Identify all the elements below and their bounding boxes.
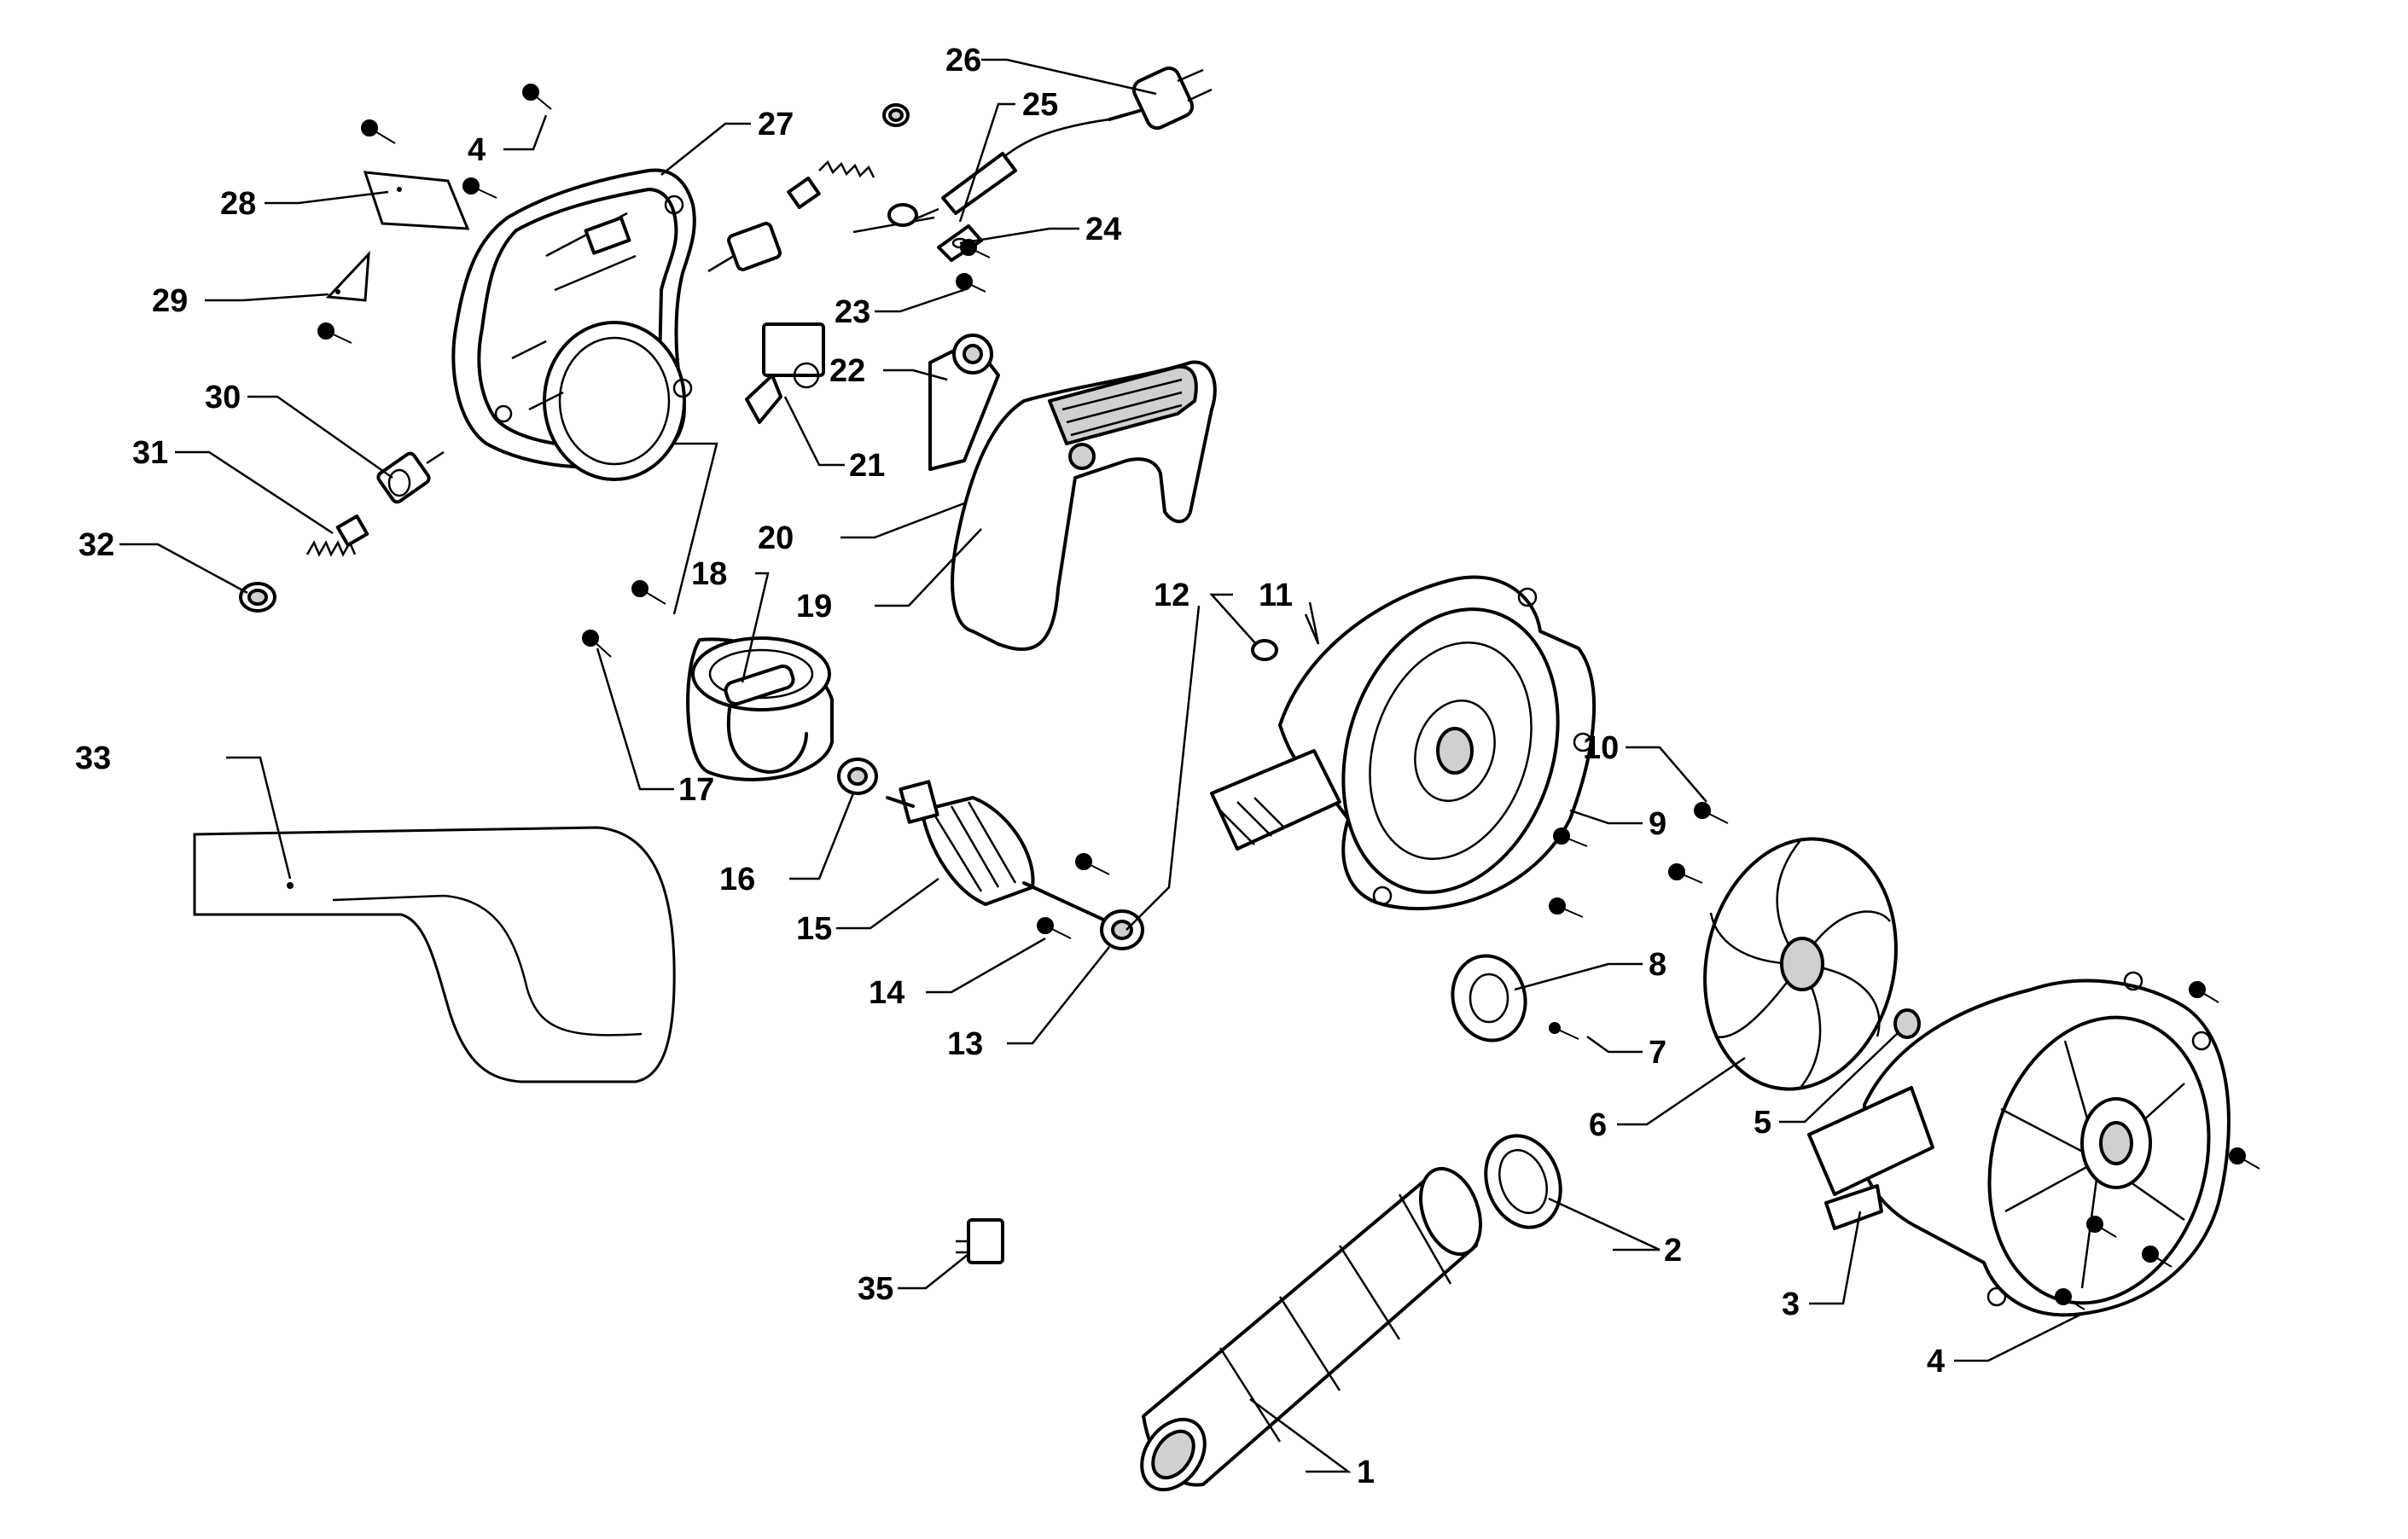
label-6: 6 bbox=[1589, 1107, 1607, 1143]
part-8-hub-plate bbox=[1451, 954, 1527, 1042]
part-29-label-small bbox=[325, 250, 370, 302]
label-5: 5 bbox=[1754, 1105, 1771, 1141]
label-18: 18 bbox=[691, 556, 727, 592]
part-31-brush-spring bbox=[305, 514, 369, 557]
leader-lines bbox=[119, 58, 2083, 1473]
screw-icon bbox=[1037, 917, 1072, 939]
label-15: 15 bbox=[796, 911, 832, 947]
part-27-terminal bbox=[707, 222, 782, 273]
screw-icon bbox=[522, 84, 552, 110]
part-brush-b bbox=[787, 103, 910, 210]
label-23: 23 bbox=[835, 294, 870, 330]
screw-icon bbox=[2229, 1147, 2260, 1170]
label-11: 11 bbox=[1259, 578, 1293, 613]
label-28: 28 bbox=[220, 186, 256, 222]
label-27: 27 bbox=[758, 107, 794, 142]
part-32-brush-cap bbox=[239, 582, 276, 613]
label-3: 3 bbox=[1782, 1286, 1800, 1322]
part-13-bearing bbox=[1100, 909, 1144, 950]
part-9-fan-housing bbox=[1210, 575, 1597, 911]
label-26: 26 bbox=[945, 43, 981, 78]
part-5-nut bbox=[1893, 1008, 1921, 1039]
label-31: 31 bbox=[132, 435, 168, 471]
screw-icon bbox=[1668, 863, 1703, 884]
part-2-nozzle-ring bbox=[1484, 1134, 1562, 1229]
part-12-washer bbox=[1251, 639, 1278, 661]
part-19-handle bbox=[951, 360, 1217, 652]
label-29: 29 bbox=[152, 283, 188, 319]
screw-icon bbox=[631, 580, 666, 605]
label-21: 21 bbox=[849, 448, 885, 484]
part-18-stator bbox=[686, 636, 834, 781]
part-28-label-plate bbox=[363, 171, 470, 230]
part-27-housing-half bbox=[451, 168, 696, 481]
label-24: 24 bbox=[1085, 212, 1121, 247]
label-14: 14 bbox=[869, 975, 904, 1011]
label-30: 30 bbox=[205, 380, 241, 415]
label-1: 1 bbox=[1357, 1455, 1375, 1490]
part-labels: 1 2 3 4 4 5 6 7 8 9 10 11 12 13 14 15 16… bbox=[75, 43, 1945, 1490]
part-15-armature bbox=[886, 780, 1137, 936]
screw-icon bbox=[1075, 853, 1110, 875]
screw-icon bbox=[960, 239, 991, 258]
label-10: 10 bbox=[1583, 730, 1619, 766]
label-22: 22 bbox=[829, 353, 865, 389]
part-33-dust-bag bbox=[193, 826, 676, 1083]
screw-icon bbox=[317, 322, 352, 344]
label-35: 35 bbox=[858, 1271, 893, 1307]
screw-icon bbox=[956, 273, 986, 293]
screws bbox=[317, 84, 2260, 1310]
part-1-nozzle-tube bbox=[1140, 1166, 1482, 1492]
label-13: 13 bbox=[947, 1026, 983, 1062]
label-8: 8 bbox=[1649, 947, 1666, 983]
screw-icon bbox=[1549, 1022, 1579, 1040]
part-21-switch bbox=[745, 322, 825, 424]
label-32: 32 bbox=[79, 527, 114, 563]
label-20: 20 bbox=[758, 520, 794, 556]
label-33: 33 bbox=[75, 740, 111, 776]
label-2: 2 bbox=[1664, 1233, 1682, 1269]
part-30-brush-holder bbox=[376, 450, 445, 504]
label-7: 7 bbox=[1649, 1035, 1666, 1071]
screw-icon bbox=[1549, 897, 1584, 918]
part-6-fan-impeller bbox=[1703, 837, 1898, 1091]
part-16-bearing bbox=[837, 758, 878, 795]
screw-icon bbox=[2142, 1246, 2172, 1268]
screw-icon bbox=[1694, 802, 1729, 824]
label-17: 17 bbox=[678, 772, 714, 808]
label-19: 19 bbox=[796, 589, 832, 624]
screw-icon bbox=[462, 177, 497, 199]
part-25-power-cord bbox=[852, 118, 1110, 234]
screw-icon bbox=[582, 630, 612, 658]
label-12: 12 bbox=[1154, 578, 1189, 613]
label-16: 16 bbox=[719, 862, 755, 897]
part-35-clip bbox=[956, 1218, 1004, 1264]
screw-icon bbox=[1553, 828, 1588, 847]
label-9: 9 bbox=[1649, 806, 1666, 842]
screw-icon bbox=[2086, 1216, 2117, 1238]
screw-icon bbox=[2189, 981, 2219, 1003]
screw-icon bbox=[361, 119, 396, 144]
label-4-top: 4 bbox=[468, 132, 486, 168]
label-4-bottom: 4 bbox=[1927, 1344, 1945, 1379]
part-26-plug bbox=[1108, 66, 1213, 131]
screw-icon bbox=[2055, 1288, 2085, 1310]
label-25: 25 bbox=[1022, 87, 1058, 123]
part-3-outer-housing bbox=[1807, 971, 2231, 1317]
part-22-speed-control bbox=[928, 334, 1000, 471]
